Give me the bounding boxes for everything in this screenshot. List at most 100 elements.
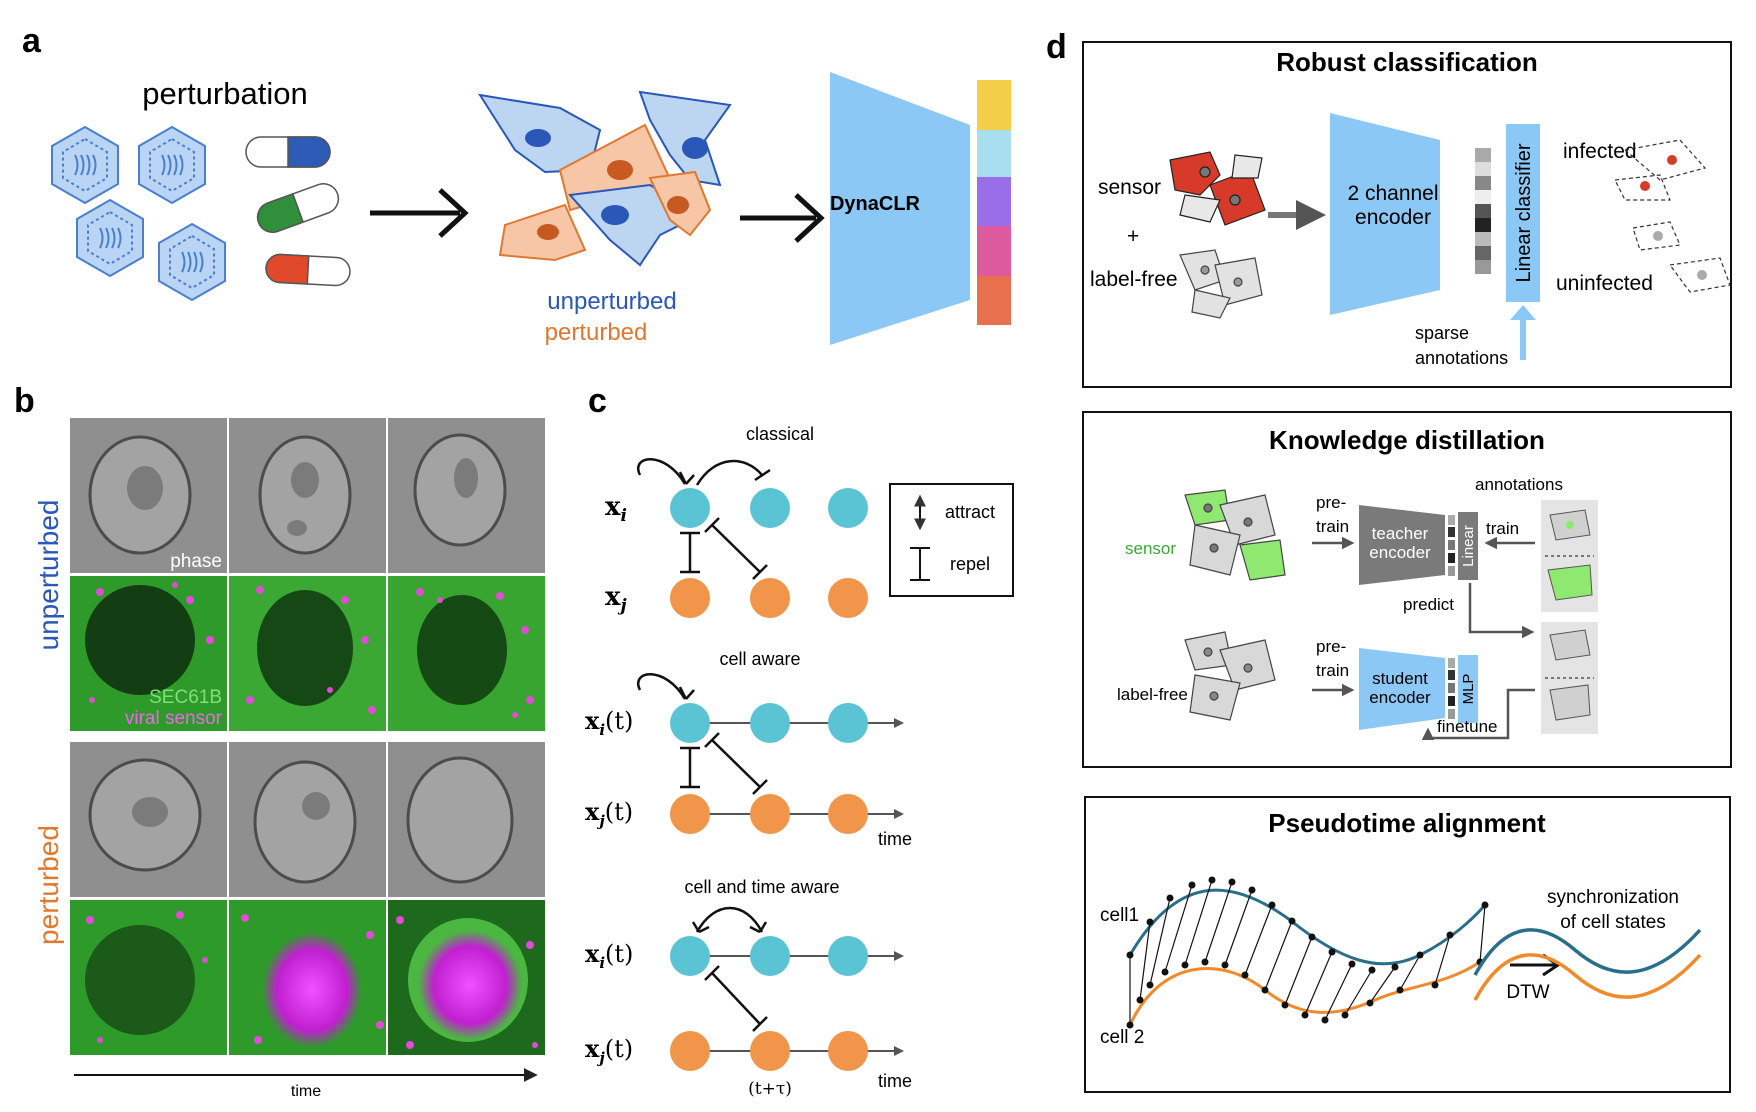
dynaclr-label: DynaCLR — [830, 193, 921, 215]
infected-cells — [1614, 139, 1707, 201]
legend-attract: attract — [945, 502, 995, 522]
node-i — [828, 488, 868, 528]
sparse-label-line2: annotations — [1415, 348, 1508, 368]
node-i — [750, 488, 790, 528]
node-j — [828, 1031, 868, 1071]
perturbed-label: perturbed — [545, 319, 648, 346]
uninfected-cells — [1632, 221, 1731, 293]
self-attract-arc — [637, 673, 687, 700]
section-title: cell and time aware — [684, 877, 839, 897]
latent-vector — [1475, 148, 1491, 274]
repel-bar — [711, 972, 761, 1025]
embedding-segment — [977, 130, 1011, 177]
unperturbed-phase-row: phase — [70, 418, 545, 573]
encoder-label-line1: 2 channel — [1347, 182, 1438, 205]
xi-label: xi — [605, 492, 627, 526]
sparse-label-line1: sparse — [1415, 323, 1469, 343]
node-i — [750, 936, 790, 976]
legend: attract repel — [889, 483, 1014, 597]
attract-arc — [695, 906, 764, 933]
repel-bar — [711, 739, 761, 788]
tau-label: (t+τ) — [748, 1079, 792, 1099]
node-i — [670, 703, 710, 743]
nucleus — [682, 137, 708, 159]
pretrain-label-1a: pre- — [1316, 493, 1346, 512]
node-j — [750, 794, 790, 834]
predict-arrow — [1468, 583, 1535, 639]
legend-repel: repel — [950, 554, 990, 574]
sync-label-line2: of cell states — [1560, 912, 1666, 933]
nucleus — [667, 196, 689, 214]
unperturbed-label: unperturbed — [547, 288, 676, 315]
dtw-label: DTW — [1506, 982, 1549, 1003]
sync-label-line1: synchronization — [1547, 887, 1679, 908]
time-label: time — [878, 1071, 912, 1091]
repel-bar — [711, 524, 761, 573]
node-i — [670, 936, 710, 976]
teacher-label-line1: teacher — [1372, 524, 1429, 543]
finetune-label: finetune — [1437, 717, 1498, 736]
sensor-cells-red — [1169, 151, 1266, 226]
cell-cluster — [477, 90, 732, 267]
xjt-label: xj(t) — [585, 1034, 633, 1067]
drug-pill-icons — [245, 136, 351, 287]
linear-classifier — [1506, 124, 1540, 302]
unperturbed-cell — [638, 90, 732, 187]
pretrain-label-2b: train — [1316, 661, 1349, 680]
panel-letter-d: d — [1046, 28, 1067, 66]
pretrain-label-1b: train — [1316, 517, 1349, 536]
student-latent — [1448, 658, 1455, 719]
phase-label: phase — [170, 551, 222, 572]
embedding-segment — [977, 80, 1011, 130]
node-i — [670, 488, 710, 528]
alignment-points — [1126, 876, 1489, 1029]
dtw-alignment-lines — [1129, 879, 1486, 1025]
section-cell-time-aware: cell and time aware xi(t) xj(t) time (t+… — [585, 877, 912, 1099]
perturbed-fluorescence-row — [70, 900, 545, 1055]
self-attract-arc — [637, 458, 687, 485]
plus-label: + — [1127, 225, 1139, 248]
node-j — [670, 794, 710, 834]
xjt-label: xj(t) — [585, 797, 633, 830]
node-j — [828, 578, 868, 618]
section-title: cell aware — [719, 649, 800, 669]
virus-icons — [51, 125, 226, 302]
robust-classification-box: Robust classification sensor + label-fre… — [1082, 41, 1732, 388]
sensor-label: sensor — [1125, 539, 1176, 558]
embedding-segment — [977, 276, 1011, 325]
sensor-cells-green — [1184, 489, 1286, 581]
linear-head — [1458, 512, 1478, 580]
teacher-label-line2: encoder — [1369, 543, 1431, 562]
section-cell-aware: cell aware xi(t) xj(t) time — [585, 649, 912, 849]
cell2-label: cell 2 — [1100, 1027, 1144, 1048]
embedding-segment — [977, 177, 1011, 226]
section-classical: classical xi xj — [605, 424, 868, 618]
student-encoder — [1359, 648, 1445, 730]
finetune-arrow — [1421, 688, 1535, 740]
nucleus — [607, 160, 633, 180]
section-title: classical — [746, 424, 814, 444]
box-title: Pseudotime alignment — [1268, 808, 1546, 838]
row-label-unperturbed: unperturbed — [33, 499, 64, 650]
time-label: time — [291, 1083, 321, 1100]
synced-cell1-trajectory — [1473, 928, 1702, 976]
pseudotime-alignment-box: Pseudotime alignment cell1 cell 2 — [1084, 796, 1731, 1093]
xj-label: xj — [605, 582, 628, 616]
pretrain-label-2a: pre- — [1316, 637, 1346, 656]
xit-label: xi(t) — [585, 706, 633, 739]
unperturbed-fluorescence-row: SEC61B viral sensor — [70, 576, 545, 731]
label-free-cells — [1179, 249, 1263, 319]
panel-letter-b: b — [14, 382, 35, 420]
train-label: train — [1486, 519, 1519, 538]
perturbed-phase-row — [70, 742, 545, 897]
nucleus — [537, 224, 559, 240]
teacher-latent — [1448, 515, 1455, 576]
knowledge-distillation-box: Knowledge distillation sensor label-free… — [1082, 411, 1732, 768]
label-free-label: label-free — [1090, 268, 1178, 291]
box-title: Robust classification — [1276, 47, 1538, 77]
cell1-label: cell1 — [1100, 905, 1139, 926]
label-free-label: label-free — [1117, 685, 1188, 704]
infected-label: infected — [1563, 140, 1637, 163]
student-label-line1: student — [1372, 669, 1428, 688]
two-channel-encoder — [1330, 113, 1440, 315]
